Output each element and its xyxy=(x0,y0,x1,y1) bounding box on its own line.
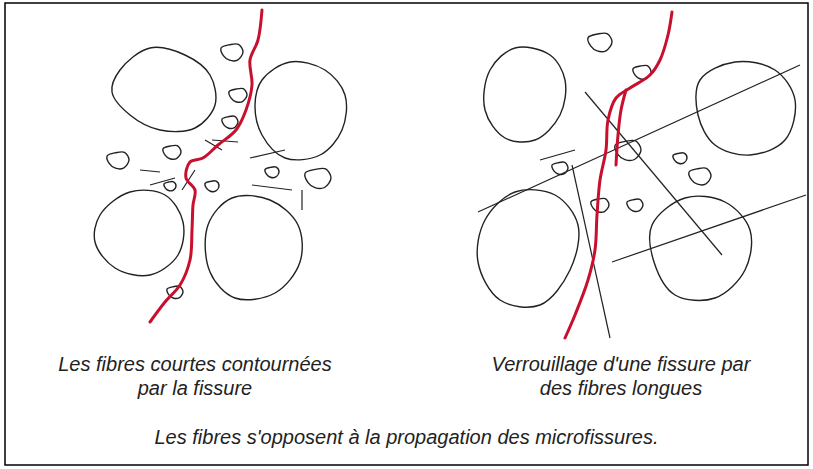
aggregate xyxy=(94,190,184,276)
aggregate xyxy=(591,198,609,212)
fibre xyxy=(252,185,292,190)
aggregate xyxy=(689,168,711,185)
aggregate xyxy=(650,196,752,300)
aggregate xyxy=(164,182,176,191)
crack xyxy=(616,90,626,165)
aggregate xyxy=(112,47,216,131)
aggregate xyxy=(477,190,579,308)
fibre xyxy=(612,195,806,262)
aggregate xyxy=(222,116,238,128)
aggregate xyxy=(107,152,129,169)
short-fibre-figure xyxy=(94,10,346,322)
aggregate xyxy=(627,199,643,211)
fibre xyxy=(150,178,175,185)
aggregate xyxy=(484,47,566,142)
fibre xyxy=(140,170,160,172)
crack xyxy=(150,10,262,322)
fibre xyxy=(301,190,302,210)
aggregate xyxy=(205,196,302,300)
fibre xyxy=(540,150,575,160)
aggregate xyxy=(673,153,687,164)
crack xyxy=(565,12,672,338)
aggregate xyxy=(696,62,796,156)
long-fibre-figure xyxy=(477,12,806,338)
aggregate xyxy=(229,88,247,102)
aggregate xyxy=(255,62,347,160)
fibre xyxy=(478,65,800,212)
figure-caption: Verrouillage d'une fissure par des fibre… xyxy=(490,352,752,400)
frame xyxy=(5,3,808,465)
aggregate xyxy=(221,44,243,61)
caption: Les fibres s'opposent à la propagation d… xyxy=(10,425,803,449)
fibre xyxy=(250,150,285,158)
figure-caption: Les fibres courtes contournées par la fi… xyxy=(45,352,345,400)
aggregate xyxy=(163,145,181,159)
aggregate xyxy=(205,181,219,192)
aggregate xyxy=(588,33,612,52)
aggregate xyxy=(265,167,279,178)
aggregate xyxy=(305,168,331,188)
